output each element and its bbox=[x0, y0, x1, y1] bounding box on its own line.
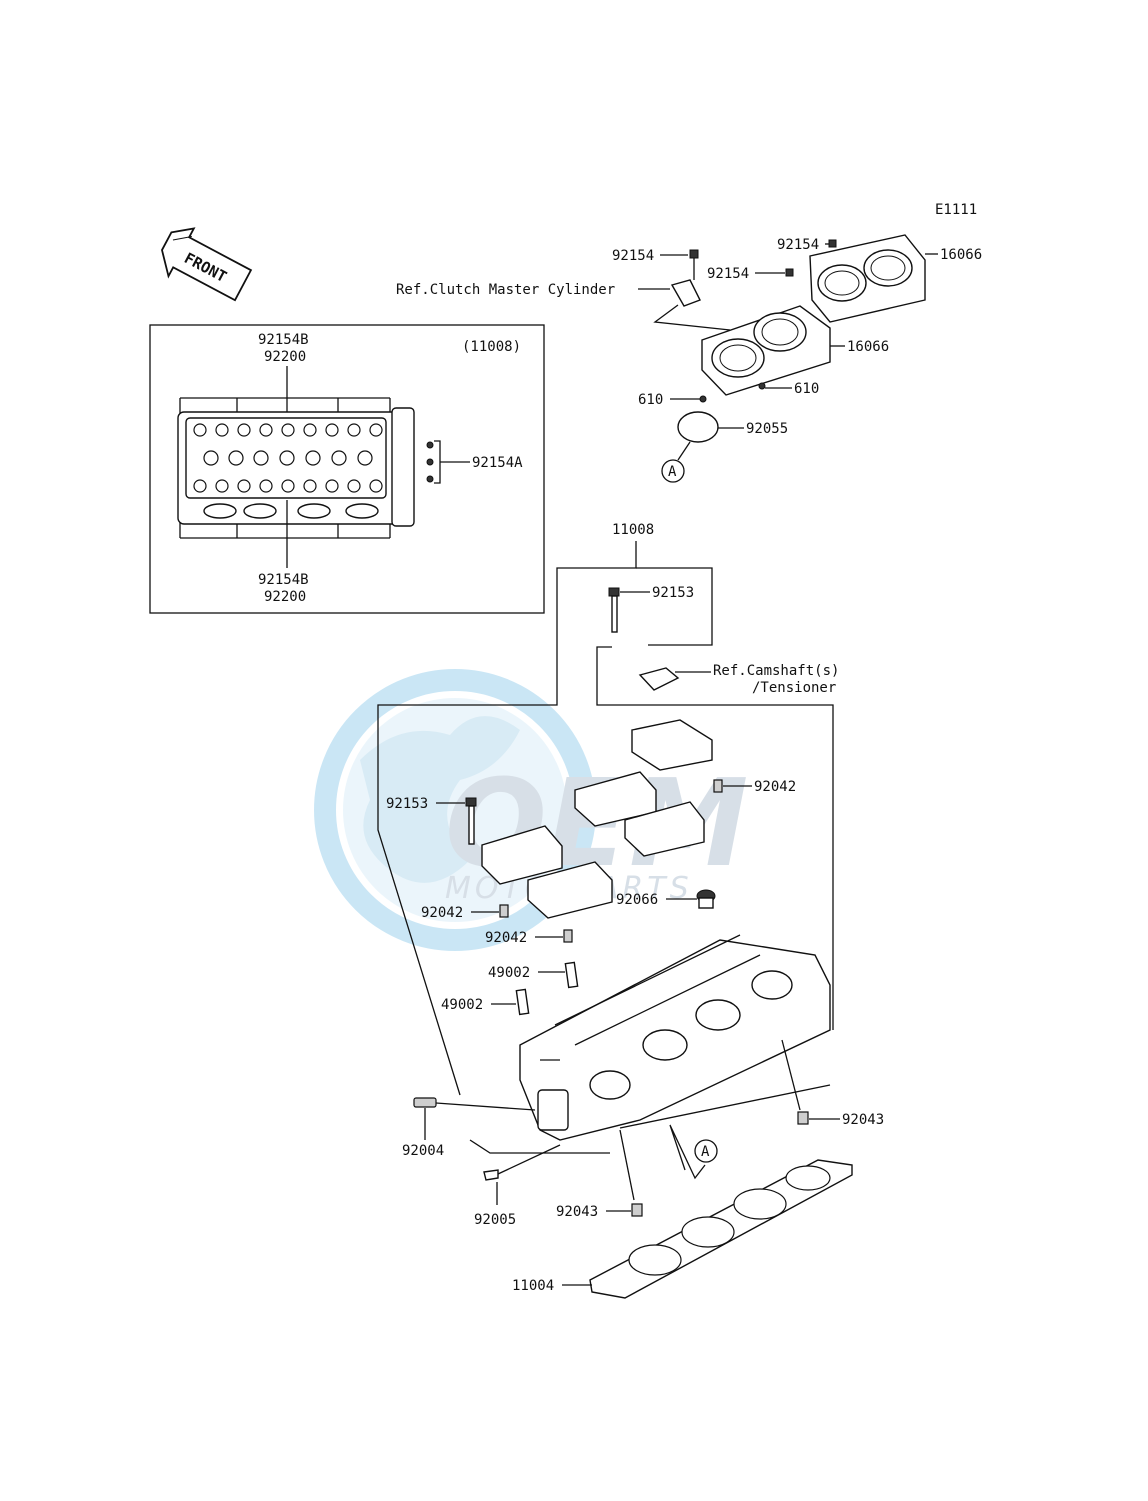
part-92043-left: 92043 bbox=[556, 1204, 598, 1220]
part-11008: 11008 bbox=[612, 522, 654, 538]
inset-part-92200-top: 92200 bbox=[264, 349, 306, 365]
part-92154-c: 92154 bbox=[707, 266, 749, 282]
front-arrow-icon: FRONT bbox=[161, 227, 253, 302]
part-92042-right: 92042 bbox=[754, 779, 796, 795]
part-16066-top: 16066 bbox=[940, 247, 982, 263]
marker-a-bottom: A bbox=[701, 1144, 710, 1160]
part-92153-top: 92153 bbox=[652, 585, 694, 601]
part-92043-right: 92043 bbox=[842, 1112, 884, 1128]
ref-clutch-master-cylinder: Ref.Clutch Master Cylinder bbox=[396, 282, 615, 298]
part-92153-left: 92153 bbox=[386, 796, 428, 812]
part-49002-a: 49002 bbox=[488, 965, 530, 981]
marker-a-top: A bbox=[668, 464, 677, 480]
inset-part-92154A: 92154A bbox=[472, 455, 523, 471]
ref-tensioner: /Tensioner bbox=[752, 680, 836, 696]
inset-bolt-pattern bbox=[193, 423, 383, 493]
part-92005: 92005 bbox=[474, 1212, 516, 1228]
part-92154-a: 92154 bbox=[612, 248, 654, 264]
part-11004: 11004 bbox=[512, 1278, 554, 1294]
inset-part-92200-bottom: 92200 bbox=[264, 589, 306, 605]
part-610-left: 610 bbox=[638, 392, 663, 408]
part-92042-left: 92042 bbox=[421, 905, 463, 921]
part-92055: 92055 bbox=[746, 421, 788, 437]
part-92066: 92066 bbox=[616, 892, 658, 908]
inset-part-92154B-bottom: 92154B bbox=[258, 572, 309, 588]
cylinder-head-group: 11008 92153 Ref.Camshaft(s) /Tensioner 9… bbox=[377, 522, 884, 1299]
part-92042-mid: 92042 bbox=[485, 930, 527, 946]
part-92004: 92004 bbox=[402, 1143, 444, 1159]
ref-camshaft: Ref.Camshaft(s) bbox=[713, 663, 839, 679]
inset-assembly-label: (11008) bbox=[462, 339, 521, 355]
throttle-holder-group: 92154 Ref.Clutch Master Cylinder 92154 9… bbox=[396, 234, 982, 483]
diagram-code: E1111 bbox=[935, 202, 977, 218]
inset-cylinder-head-top-view: (11008) 92154B 92200 92154A 92154B 92200 bbox=[149, 324, 545, 614]
inset-part-92154B-top: 92154B bbox=[258, 332, 309, 348]
part-16066-mid: 16066 bbox=[847, 339, 889, 355]
part-49002-b: 49002 bbox=[441, 997, 483, 1013]
part-610-right: 610 bbox=[794, 381, 819, 397]
part-92154-b: 92154 bbox=[777, 237, 819, 253]
